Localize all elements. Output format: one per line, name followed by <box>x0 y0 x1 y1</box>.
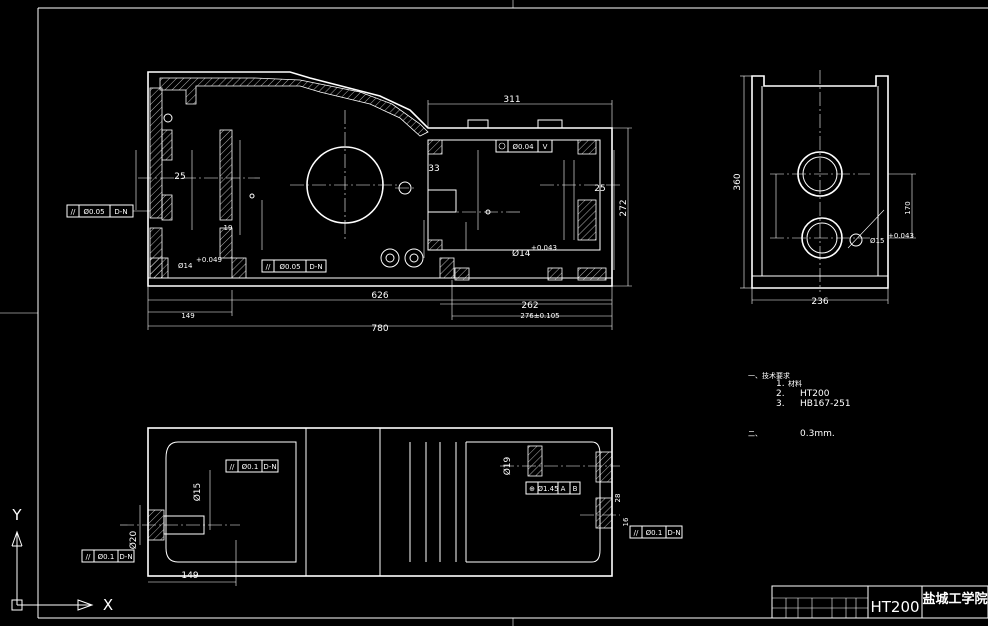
dim-phi15-plan: Ø15 <box>192 483 203 502</box>
svg-text:Ø0.1: Ø0.1 <box>646 529 663 537</box>
svg-text:3.: 3. <box>776 399 785 409</box>
dim-149-plan: 149 <box>181 571 198 581</box>
svg-text:2.: 2. <box>776 389 785 399</box>
dim-170: 170 <box>904 201 912 214</box>
dim-149-front: 149 <box>181 312 194 320</box>
svg-text:1.: 1. <box>776 379 785 389</box>
svg-text:D-N: D-N <box>119 553 132 561</box>
dim-19: 19 <box>224 224 233 232</box>
svg-text:Ø0.1: Ø0.1 <box>242 463 259 471</box>
dim-28: 28 <box>614 494 622 503</box>
svg-text://: // <box>71 208 76 216</box>
svg-text://: // <box>634 529 639 537</box>
dim-16: 16 <box>622 517 630 526</box>
svg-text:HT200: HT200 <box>800 389 830 399</box>
tolerance-frame-plan-4: ⊕ Ø1.45 A B <box>525 481 581 495</box>
tolerance-frame-plan-2: // Ø0.1 D-N <box>81 549 135 563</box>
tolerance-frame-plan-1: // Ø0.1 D-N <box>225 459 279 473</box>
svg-text:D-N: D-N <box>309 263 322 271</box>
tolerance-frame-mid: // Ø0.05 D-N <box>261 259 327 273</box>
svg-text:V: V <box>543 143 548 151</box>
svg-text:0.3mm.: 0.3mm. <box>800 429 835 439</box>
dim-phi15: Ø15 <box>870 237 884 245</box>
ucs-x-label: X <box>103 596 113 614</box>
dim-272: 272 <box>619 199 629 216</box>
dim-780: 780 <box>371 324 388 334</box>
dim-phi14-right: Ø14 <box>512 248 531 259</box>
dim-311: 311 <box>503 95 520 105</box>
dim-phi14-right-tol: +0.043 <box>531 244 557 252</box>
svg-text:一、技术要求: 一、技术要求 <box>748 371 790 380</box>
svg-text:HB167-251: HB167-251 <box>800 399 851 409</box>
svg-text:D-N: D-N <box>263 463 276 471</box>
dim-236: 236 <box>811 297 828 307</box>
dim-25-left: 25 <box>174 172 185 182</box>
dim-phi14-left-tol: +0.049 <box>196 256 222 264</box>
dim-25-right: 25 <box>594 184 605 194</box>
svg-text:D-N: D-N <box>114 208 127 216</box>
svg-text:D-N: D-N <box>667 529 680 537</box>
svg-text:Ø0.05: Ø0.05 <box>83 208 104 216</box>
dim-262: 262 <box>521 301 538 311</box>
title-material: HT200 <box>870 598 919 616</box>
svg-text:Ø1.45: Ø1.45 <box>537 485 558 493</box>
svg-text:Ø0.1: Ø0.1 <box>98 553 115 561</box>
dim-phi14-left: Ø14 <box>178 262 193 270</box>
svg-text://: // <box>86 553 91 561</box>
svg-text://: // <box>230 463 235 471</box>
plan-view <box>120 427 620 586</box>
title-school: 盐城工学院 <box>922 591 987 607</box>
svg-text://: // <box>266 263 271 271</box>
side-view <box>740 70 916 304</box>
svg-text:⊕: ⊕ <box>529 485 535 493</box>
svg-text:二、: 二、 <box>748 430 762 438</box>
dim-phi19: Ø19 <box>502 456 513 475</box>
tolerance-frame-left: // Ø0.05 D-N <box>66 204 150 218</box>
dim-phi20: Ø20 <box>128 530 139 549</box>
svg-text:Ø0.05: Ø0.05 <box>279 263 300 271</box>
dim-626: 626 <box>371 291 388 301</box>
ucs-icon <box>11 530 94 611</box>
ucs-y-label: Y <box>11 506 22 524</box>
dim-360: 360 <box>733 173 743 190</box>
dim-phi15-tol: +0.043 <box>888 232 914 240</box>
svg-text:Ø0.04: Ø0.04 <box>512 143 534 151</box>
svg-text:B: B <box>573 485 578 493</box>
svg-text:A: A <box>561 485 566 493</box>
title-block <box>771 585 988 619</box>
dim-33: 33 <box>428 164 439 174</box>
tolerance-frame-plan-3: // Ø0.1 D-N <box>629 525 683 539</box>
technical-notes: 一、技术要求 1. 材料 2. HT200 3. HB167-251 二、 0.… <box>748 371 851 439</box>
dim-276: 276±0.105 <box>520 312 559 320</box>
front-view <box>135 71 632 330</box>
svg-text:材料: 材料 <box>788 379 802 388</box>
tolerance-frame-top: Ø0.04 V <box>495 139 553 153</box>
